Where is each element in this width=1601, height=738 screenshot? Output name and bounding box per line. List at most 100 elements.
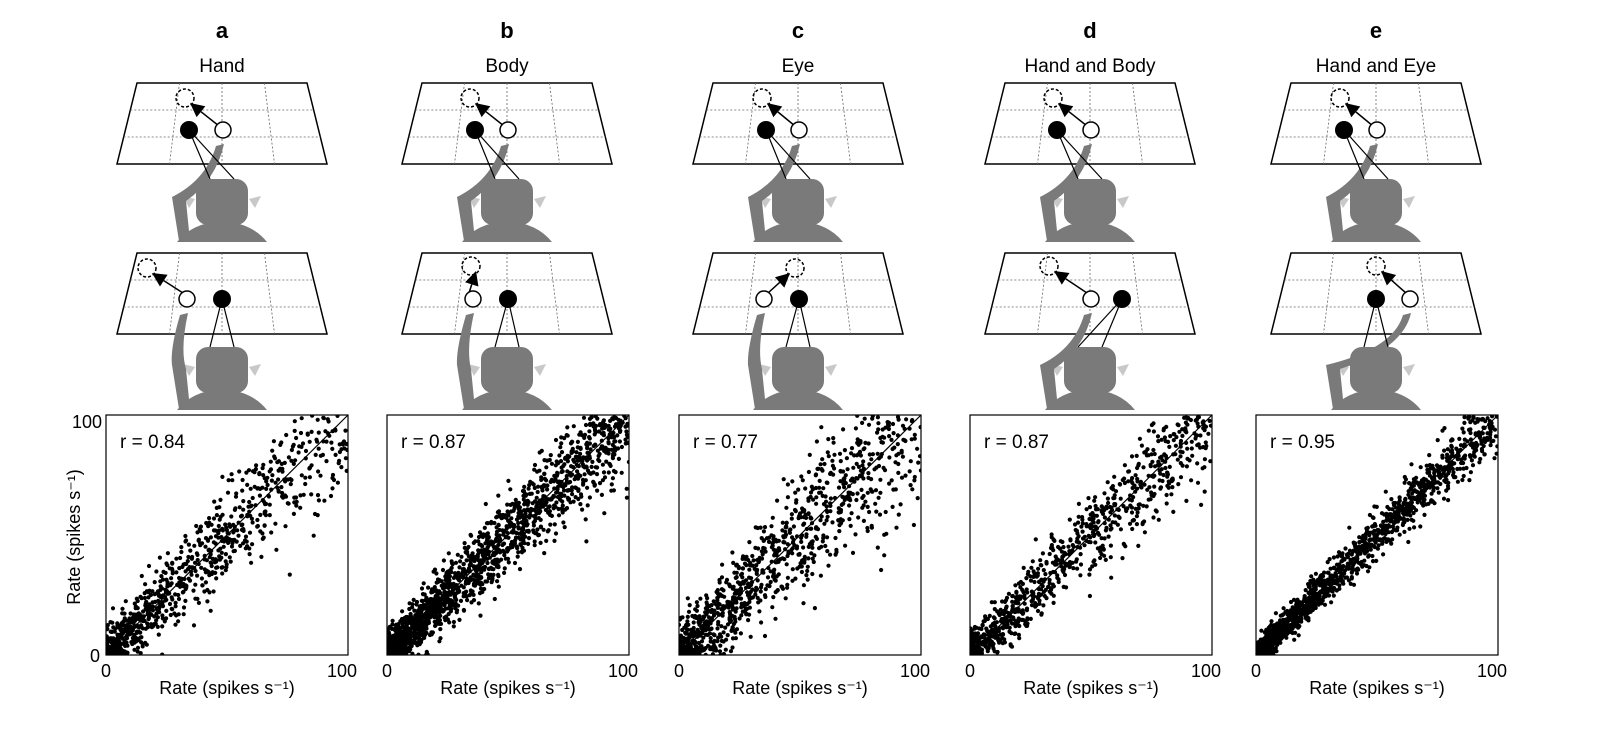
data-point	[526, 541, 531, 547]
data-point	[458, 559, 463, 564]
data-point	[468, 558, 473, 563]
data-point	[1076, 540, 1082, 545]
data-point	[1016, 601, 1021, 606]
data-point	[736, 588, 741, 593]
arm	[747, 313, 766, 409]
data-point	[294, 503, 299, 508]
data-point	[387, 645, 390, 650]
data-point	[598, 422, 603, 427]
data-point	[248, 486, 253, 491]
data-point	[203, 580, 208, 585]
data-point	[142, 618, 147, 624]
data-point	[1176, 482, 1181, 487]
data-point	[223, 568, 228, 573]
data-point	[397, 632, 402, 638]
data-point	[333, 452, 338, 457]
data-point	[1151, 447, 1156, 453]
data-point	[570, 472, 575, 477]
data-point	[570, 492, 575, 497]
data-point	[479, 570, 484, 575]
grid-line	[169, 252, 180, 335]
data-point	[249, 560, 254, 565]
data-point	[1199, 502, 1204, 507]
panel-letter: a	[216, 18, 229, 43]
grid-line	[1132, 82, 1143, 165]
data-point	[980, 623, 985, 628]
data-point	[856, 515, 861, 520]
data-point	[1133, 473, 1138, 478]
data-point	[258, 529, 263, 534]
data-point	[508, 542, 514, 547]
data-point	[1041, 589, 1046, 595]
data-point	[537, 468, 542, 473]
data-point	[1106, 500, 1111, 506]
data-point	[790, 535, 795, 540]
data-point	[225, 490, 231, 495]
data-point	[234, 491, 239, 496]
data-point	[478, 586, 484, 591]
data-point	[433, 594, 438, 599]
data-point	[589, 415, 594, 420]
arm	[1040, 313, 1092, 409]
data-point	[734, 600, 739, 605]
data-point	[771, 547, 776, 552]
data-point	[146, 563, 152, 569]
data-point	[179, 549, 184, 555]
data-point	[1099, 504, 1104, 509]
data-point	[703, 622, 708, 627]
data-point	[196, 600, 201, 606]
data-point	[692, 632, 698, 637]
data-point	[886, 426, 892, 432]
grid-line	[549, 252, 560, 335]
data-point	[559, 450, 565, 455]
data-point	[753, 592, 758, 597]
data-point	[1164, 501, 1169, 506]
data-point	[1185, 422, 1190, 427]
data-point	[140, 626, 145, 631]
data-point	[343, 428, 348, 433]
data-point	[912, 432, 917, 437]
data-point	[1090, 510, 1095, 516]
data-point	[717, 632, 723, 637]
fixation-dot	[757, 121, 775, 139]
data-point	[1041, 603, 1046, 608]
data-point	[722, 594, 727, 599]
data-point	[164, 577, 169, 582]
data-point	[563, 507, 568, 512]
data-point	[1046, 584, 1051, 590]
data-point	[507, 519, 512, 524]
start-circle	[755, 290, 773, 308]
data-point	[720, 613, 725, 618]
data-point	[387, 641, 390, 646]
grid-line	[1037, 252, 1048, 335]
data-point	[616, 456, 622, 461]
data-point	[870, 452, 876, 457]
data-point	[480, 565, 485, 570]
data-point	[1060, 554, 1065, 559]
data-point	[1047, 580, 1052, 586]
data-point	[602, 448, 607, 453]
data-point	[825, 514, 830, 519]
data-point	[1195, 421, 1200, 426]
data-point	[994, 620, 1000, 625]
data-point	[208, 552, 213, 557]
data-point	[761, 545, 766, 551]
data-point	[504, 526, 509, 531]
data-point	[451, 619, 456, 625]
data-point	[740, 575, 745, 580]
data-point	[506, 478, 511, 483]
arrow-head	[1054, 271, 1070, 285]
data-point	[135, 598, 140, 604]
reach-arrow	[190, 103, 220, 127]
data-point	[547, 504, 552, 509]
data-point	[811, 497, 816, 502]
data-point	[407, 606, 412, 612]
data-point	[416, 652, 421, 655]
fixation-dot	[213, 290, 231, 308]
data-point	[1105, 496, 1110, 501]
data-point	[613, 448, 618, 453]
data-point	[125, 643, 130, 648]
data-point	[489, 519, 494, 525]
reach-arrow	[767, 103, 796, 127]
data-point	[775, 498, 780, 503]
